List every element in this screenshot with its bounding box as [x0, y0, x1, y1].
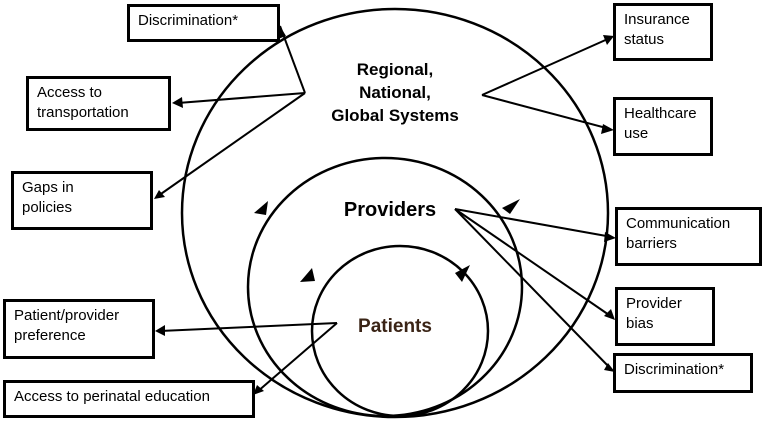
patients-ring	[310, 244, 490, 418]
arrowhead-icon	[603, 35, 614, 45]
connector-line	[157, 92, 306, 197]
box-text: Healthcare	[624, 105, 697, 122]
connector-line	[481, 94, 611, 130]
box-text: Insurance	[624, 11, 690, 28]
arrowhead-icon	[604, 363, 615, 372]
box-text: Discrimination*	[624, 361, 725, 378]
ring-arrow-icon	[455, 265, 470, 282]
arrowhead-icon	[278, 26, 286, 39]
connector-line	[481, 37, 611, 96]
connector-line	[177, 92, 306, 104]
policies-box: Gaps in policies	[11, 171, 153, 230]
connector-line	[279, 25, 306, 94]
systems-label: Regional, National, Global Systems	[300, 58, 490, 127]
ring-arrow-icon	[254, 201, 268, 215]
preference-box: Patient/provider preference	[3, 299, 155, 359]
arrowhead-icon	[604, 232, 616, 242]
connector-line	[454, 208, 613, 318]
arrowhead-icon	[155, 325, 165, 336]
arrowhead-icon	[604, 309, 615, 320]
box-text: transportation	[37, 104, 129, 121]
box-text: Gaps in	[22, 179, 74, 196]
box-text: bias	[626, 315, 654, 332]
arrowhead-icon	[154, 190, 165, 199]
box-text: policies	[22, 199, 73, 216]
ring-arrow-icon	[502, 199, 520, 214]
box-text: preference	[14, 327, 86, 344]
systems-label-line: Regional,	[356, 60, 434, 79]
insurance-box: Insurance status	[613, 3, 713, 61]
arrowhead-icon	[253, 385, 264, 395]
education-box: Access to perinatal education	[3, 380, 255, 418]
discrimination-providers-box: Discrimination*	[613, 353, 753, 393]
arrowhead-icon	[601, 124, 614, 134]
box-text: Communication	[626, 215, 731, 232]
connector-line	[159, 322, 338, 332]
bias-box: Provider bias	[615, 287, 715, 346]
transportation-box: Access to transportation	[26, 76, 171, 131]
systems-label-line: National,	[359, 83, 431, 102]
arrowhead-icon	[172, 97, 183, 108]
box-text: Access to perinatal education	[14, 388, 210, 405]
connector-line	[454, 208, 613, 371]
communication-box: Communication barriers	[615, 207, 762, 266]
providers-label: Providers	[343, 199, 437, 221]
box-text: Access to	[37, 84, 103, 101]
healthcare-use-box: Healthcare use	[613, 97, 713, 156]
box-text: Patient/provider	[14, 307, 120, 324]
box-text: status	[624, 31, 665, 48]
connector-line	[454, 208, 613, 238]
box-text: use	[624, 125, 649, 142]
box-text: barriers	[626, 235, 677, 252]
systems-label-line: Global Systems	[331, 106, 459, 125]
patients-label: Patients	[358, 316, 432, 337]
ring-arrow-icon	[300, 268, 315, 282]
box-text: Discrimination*	[138, 12, 239, 29]
connector-line	[256, 322, 338, 393]
box-text: Provider	[626, 295, 682, 312]
discrimination-systems-box: Discrimination*	[127, 4, 280, 42]
